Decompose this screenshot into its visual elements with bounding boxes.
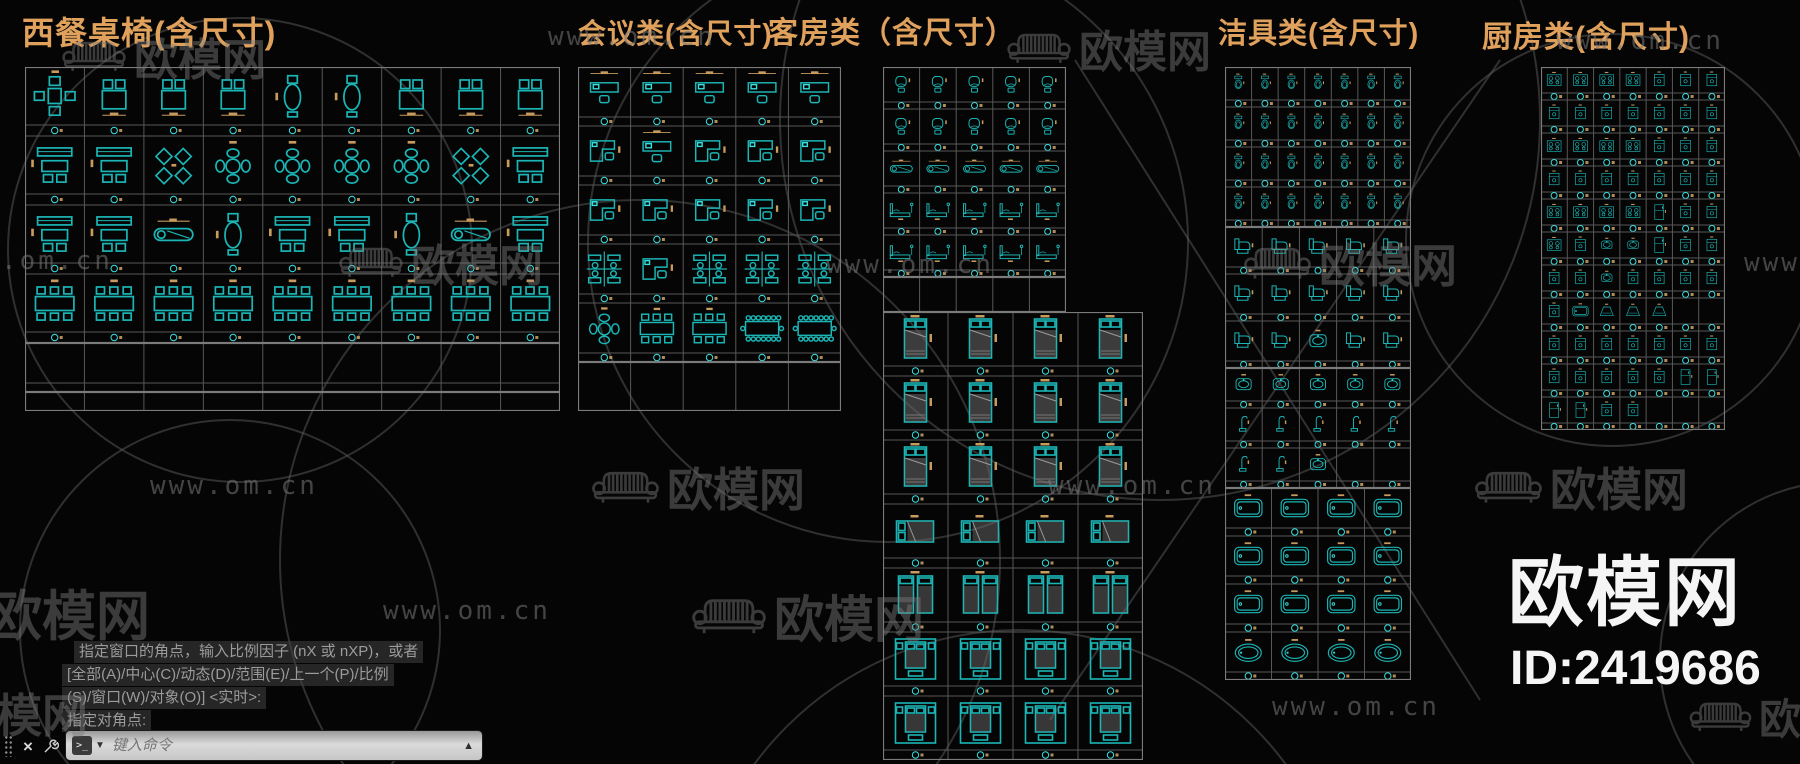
cad-block-grid-sanitary (1225, 227, 1411, 368)
cad-block-grid-guestroom (883, 277, 1066, 312)
command-history-line-2: [全部(A)/中心(C)/动态(D)/范围(E)/上一个(P)/比例 (62, 664, 394, 686)
cad-block-grid-kitchen (1541, 67, 1725, 430)
cad-block-grid-sanitary (1225, 67, 1411, 227)
wrench-icon[interactable] (43, 738, 59, 754)
panel-title-sanitary: 洁具类(含尺寸) (1218, 18, 1420, 50)
close-icon[interactable]: × (23, 736, 33, 756)
site-id-text: ID:2419686 (1510, 642, 1761, 695)
drag-handle[interactable] (4, 735, 13, 757)
cad-block-grid-conference (578, 362, 841, 411)
cad-block-grid-dining (25, 67, 560, 343)
expand-arrow-icon[interactable]: ▲ (463, 739, 474, 752)
panel-title-kitchen: 厨房类(含尺寸) (1482, 21, 1690, 54)
cad-block-grid-sanitary (1225, 488, 1411, 680)
cad-block-grid-guestroom (883, 67, 1066, 277)
cad-block-grid-guestroom (883, 312, 1143, 760)
command-bar[interactable]: >_ ▼ ▲ (66, 731, 482, 760)
prompt-dropdown-icon[interactable]: ▼ (95, 740, 105, 751)
cad-block-grid-dining (25, 343, 560, 392)
panel-title-dining: 西餐桌椅(含尺寸) (22, 15, 277, 51)
command-history-line-3: (S)/窗口(W)/对象(O)] <实时>: (62, 687, 267, 709)
command-prompt-icon[interactable]: >_ (72, 736, 92, 755)
cad-block-grid-sanitary (1225, 368, 1411, 488)
command-history: 指定窗口的角点，输入比例因子 (nX 或 nXP)，或者 [全部(A)/中心(C… (62, 641, 424, 733)
command-history-line-4: 指定对角点: (62, 710, 152, 732)
command-bar-controls: × (4, 735, 59, 757)
site-brand-text: 欧模网 (1508, 551, 1742, 636)
cad-block-grid-conference (578, 67, 841, 362)
command-input[interactable] (109, 736, 464, 755)
panel-title-conference: 会议类(含尺寸) (578, 18, 773, 49)
command-history-line-1: 指定窗口的角点，输入比例因子 (nX 或 nXP)，或者 (74, 641, 424, 663)
cad-block-grid-dining (25, 392, 560, 411)
panel-title-guestroom: 客房类（含尺寸） (768, 17, 1016, 50)
